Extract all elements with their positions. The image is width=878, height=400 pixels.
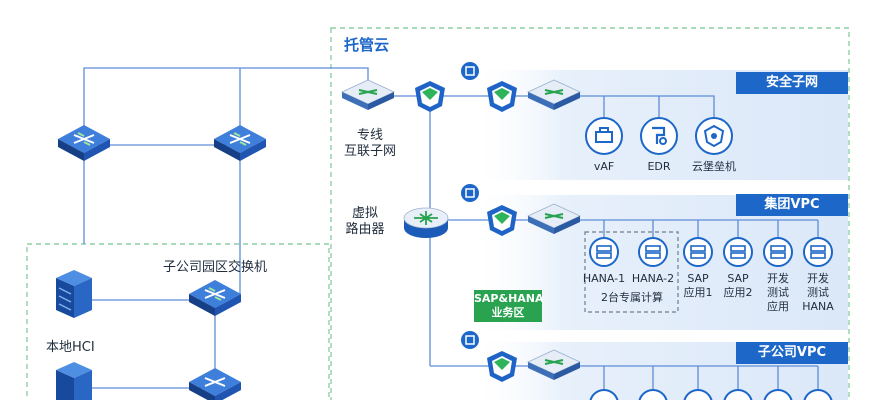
subsidiary-campus-boundary (26, 243, 330, 400)
dedicated-line-label: 专线 互联子网 (335, 128, 405, 161)
local-hci-server-icon (56, 270, 92, 318)
edr-label: EDR (647, 160, 671, 173)
edr-service-icon (640, 117, 678, 155)
dedicated-compute-boundary (584, 231, 679, 313)
dev-test-hana-line3: HANA (802, 299, 834, 313)
dev-test-app-line2: 测试 (767, 285, 789, 299)
subsidiary-vpc-marker-icon (461, 331, 479, 349)
dev-test-app-line1: 开发 (767, 272, 789, 285)
core-switch-right-icon (214, 125, 266, 161)
local-hci-server-2-icon (56, 362, 92, 400)
sap-app-2-server-icon (723, 237, 753, 267)
bastion-host-label: 云堡垒机 (692, 160, 736, 173)
bastion-host-service-icon (695, 117, 733, 155)
subsidiary-campus-switch-label: 子公司园区交换机 (163, 260, 268, 275)
business-zone-line1: SAP&HANA (474, 292, 544, 305)
sap-app-1-line2: 应用1 (683, 285, 713, 299)
dedicated-compute-label: 2台专属计算 (601, 291, 663, 304)
dev-test-hana-server-icon (803, 237, 833, 267)
hosted-cloud-title: 托管云 (344, 36, 390, 54)
campus-switch-top-icon (189, 280, 241, 316)
dedicated-line-switch-icon (341, 79, 395, 110)
subsidiary-vpc-shield-icon (487, 351, 517, 382)
hana-1-server-icon (589, 237, 619, 267)
virtual-router-label-line2: 路由器 (345, 222, 385, 238)
dev-test-hana-label: 开发 测试 HANA (798, 272, 838, 313)
core-switch-left-icon (58, 125, 110, 161)
sap-app-2-line2: 应用2 (723, 285, 753, 299)
dev-test-app-label: 开发 测试 应用 (760, 272, 796, 313)
dev-test-app-line3: 应用 (767, 299, 789, 313)
campus-switch-bottom-icon (189, 368, 241, 400)
dev-test-app-server-icon (763, 237, 793, 267)
subsidiary-server-3-icon (683, 389, 713, 400)
dedicated-line-label-line1: 专线 (356, 128, 383, 143)
group-vpc-banner: 集团VPC (736, 194, 848, 216)
vaf-service-icon (585, 117, 623, 155)
security-shield-icon (487, 81, 517, 112)
vaf-label: vAF (593, 160, 615, 173)
hosted-cloud-boundary (330, 27, 850, 400)
security-subnet-banner: 安全子网 (736, 72, 848, 94)
virtual-router-label: 虚拟 路由器 (330, 206, 400, 239)
group-vpc-switch-icon (527, 203, 581, 234)
dedicated-line-label-line2: 互联子网 (343, 144, 396, 160)
dev-test-hana-line1: 开发 (807, 272, 829, 285)
sap-app-1-line1: SAP (687, 272, 709, 285)
sap-app-2-label: SAP 应用2 (720, 272, 756, 300)
sap-hana-business-zone-tag: SAP&HANA 业务区 (474, 290, 544, 322)
dev-test-hana-line2: 测试 (807, 285, 829, 299)
local-hci-label: 本地HCI (46, 340, 95, 355)
sap-app-1-label: SAP 应用1 (680, 272, 716, 300)
edge-firewall-shield-icon (415, 81, 445, 112)
group-vpc-shield-icon (487, 205, 517, 236)
subsidiary-server-5-icon (763, 389, 793, 400)
subsidiary-server-2-icon (638, 389, 668, 400)
security-switch-icon (527, 79, 581, 110)
subsidiary-server-4-icon (723, 389, 753, 400)
hana-2-label: HANA-2 (631, 272, 675, 285)
sap-app-1-server-icon (683, 237, 713, 267)
subsidiary-server-1-icon (589, 389, 619, 400)
virtual-router-icon (403, 207, 449, 238)
business-zone-line2: 业务区 (491, 306, 525, 319)
sap-app-2-line1: SAP (727, 272, 749, 285)
hana-1-label: HANA-1 (582, 272, 626, 285)
virtual-router-label-line1: 虚拟 (351, 206, 378, 221)
subsidiary-vpc-switch-icon (527, 349, 581, 380)
group-vpc-marker-icon (461, 184, 479, 202)
subsidiary-server-6-icon (803, 389, 833, 400)
security-subnet-marker-icon (461, 62, 479, 80)
hana-2-server-icon (638, 237, 668, 267)
subsidiary-vpc-banner: 子公司VPC (736, 342, 848, 364)
